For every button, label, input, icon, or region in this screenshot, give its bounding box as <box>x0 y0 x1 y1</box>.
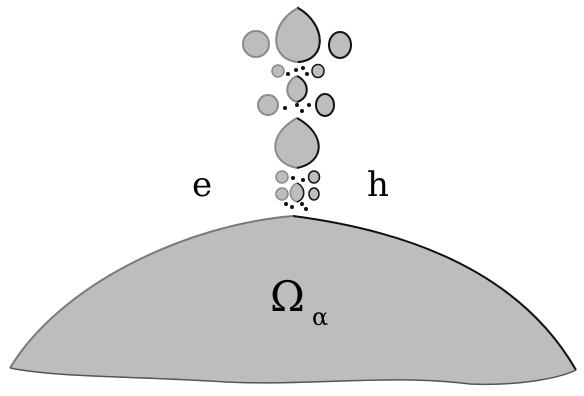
label-alpha-subscript: α <box>312 303 328 331</box>
small-lens-left <box>286 75 298 103</box>
label-omega: Ω <box>270 272 305 321</box>
small-circle-right-2 <box>307 170 321 184</box>
small-circle-right-3 <box>308 187 320 201</box>
dot <box>304 207 308 211</box>
dot <box>301 66 305 70</box>
domain-body <box>10 216 576 385</box>
dot <box>300 202 304 206</box>
label-h: h <box>367 165 389 205</box>
lens2-right <box>296 117 320 169</box>
tiny-lens-right <box>296 182 305 203</box>
dot <box>286 72 290 76</box>
small-circle-left-1 <box>271 64 285 78</box>
label-e: e <box>192 165 212 205</box>
domain-region <box>9 215 577 386</box>
dot <box>301 178 305 182</box>
dot <box>283 106 287 110</box>
small-lens-right <box>296 75 308 103</box>
circle-mid-left <box>257 94 279 116</box>
dot <box>294 68 298 72</box>
domain-boundary-left <box>9 215 294 369</box>
tiny-lens-left <box>289 182 298 203</box>
domain-boundary-bottom <box>9 367 577 386</box>
small-circle-right-1 <box>311 63 325 79</box>
chain-of-domains <box>242 6 352 211</box>
circle-top-left <box>242 30 270 58</box>
small-circle-left-3 <box>275 187 289 201</box>
dot <box>305 72 309 76</box>
dot <box>307 103 311 107</box>
dot <box>291 176 295 180</box>
small-circle-left-2 <box>275 170 289 184</box>
dot <box>290 205 294 209</box>
circle-top-right <box>328 31 352 59</box>
dot <box>300 109 304 113</box>
lens2-left <box>274 117 298 169</box>
domain-boundary-right <box>292 215 577 371</box>
dot <box>284 202 288 206</box>
dot <box>295 103 299 107</box>
circle-mid-right <box>315 93 335 117</box>
